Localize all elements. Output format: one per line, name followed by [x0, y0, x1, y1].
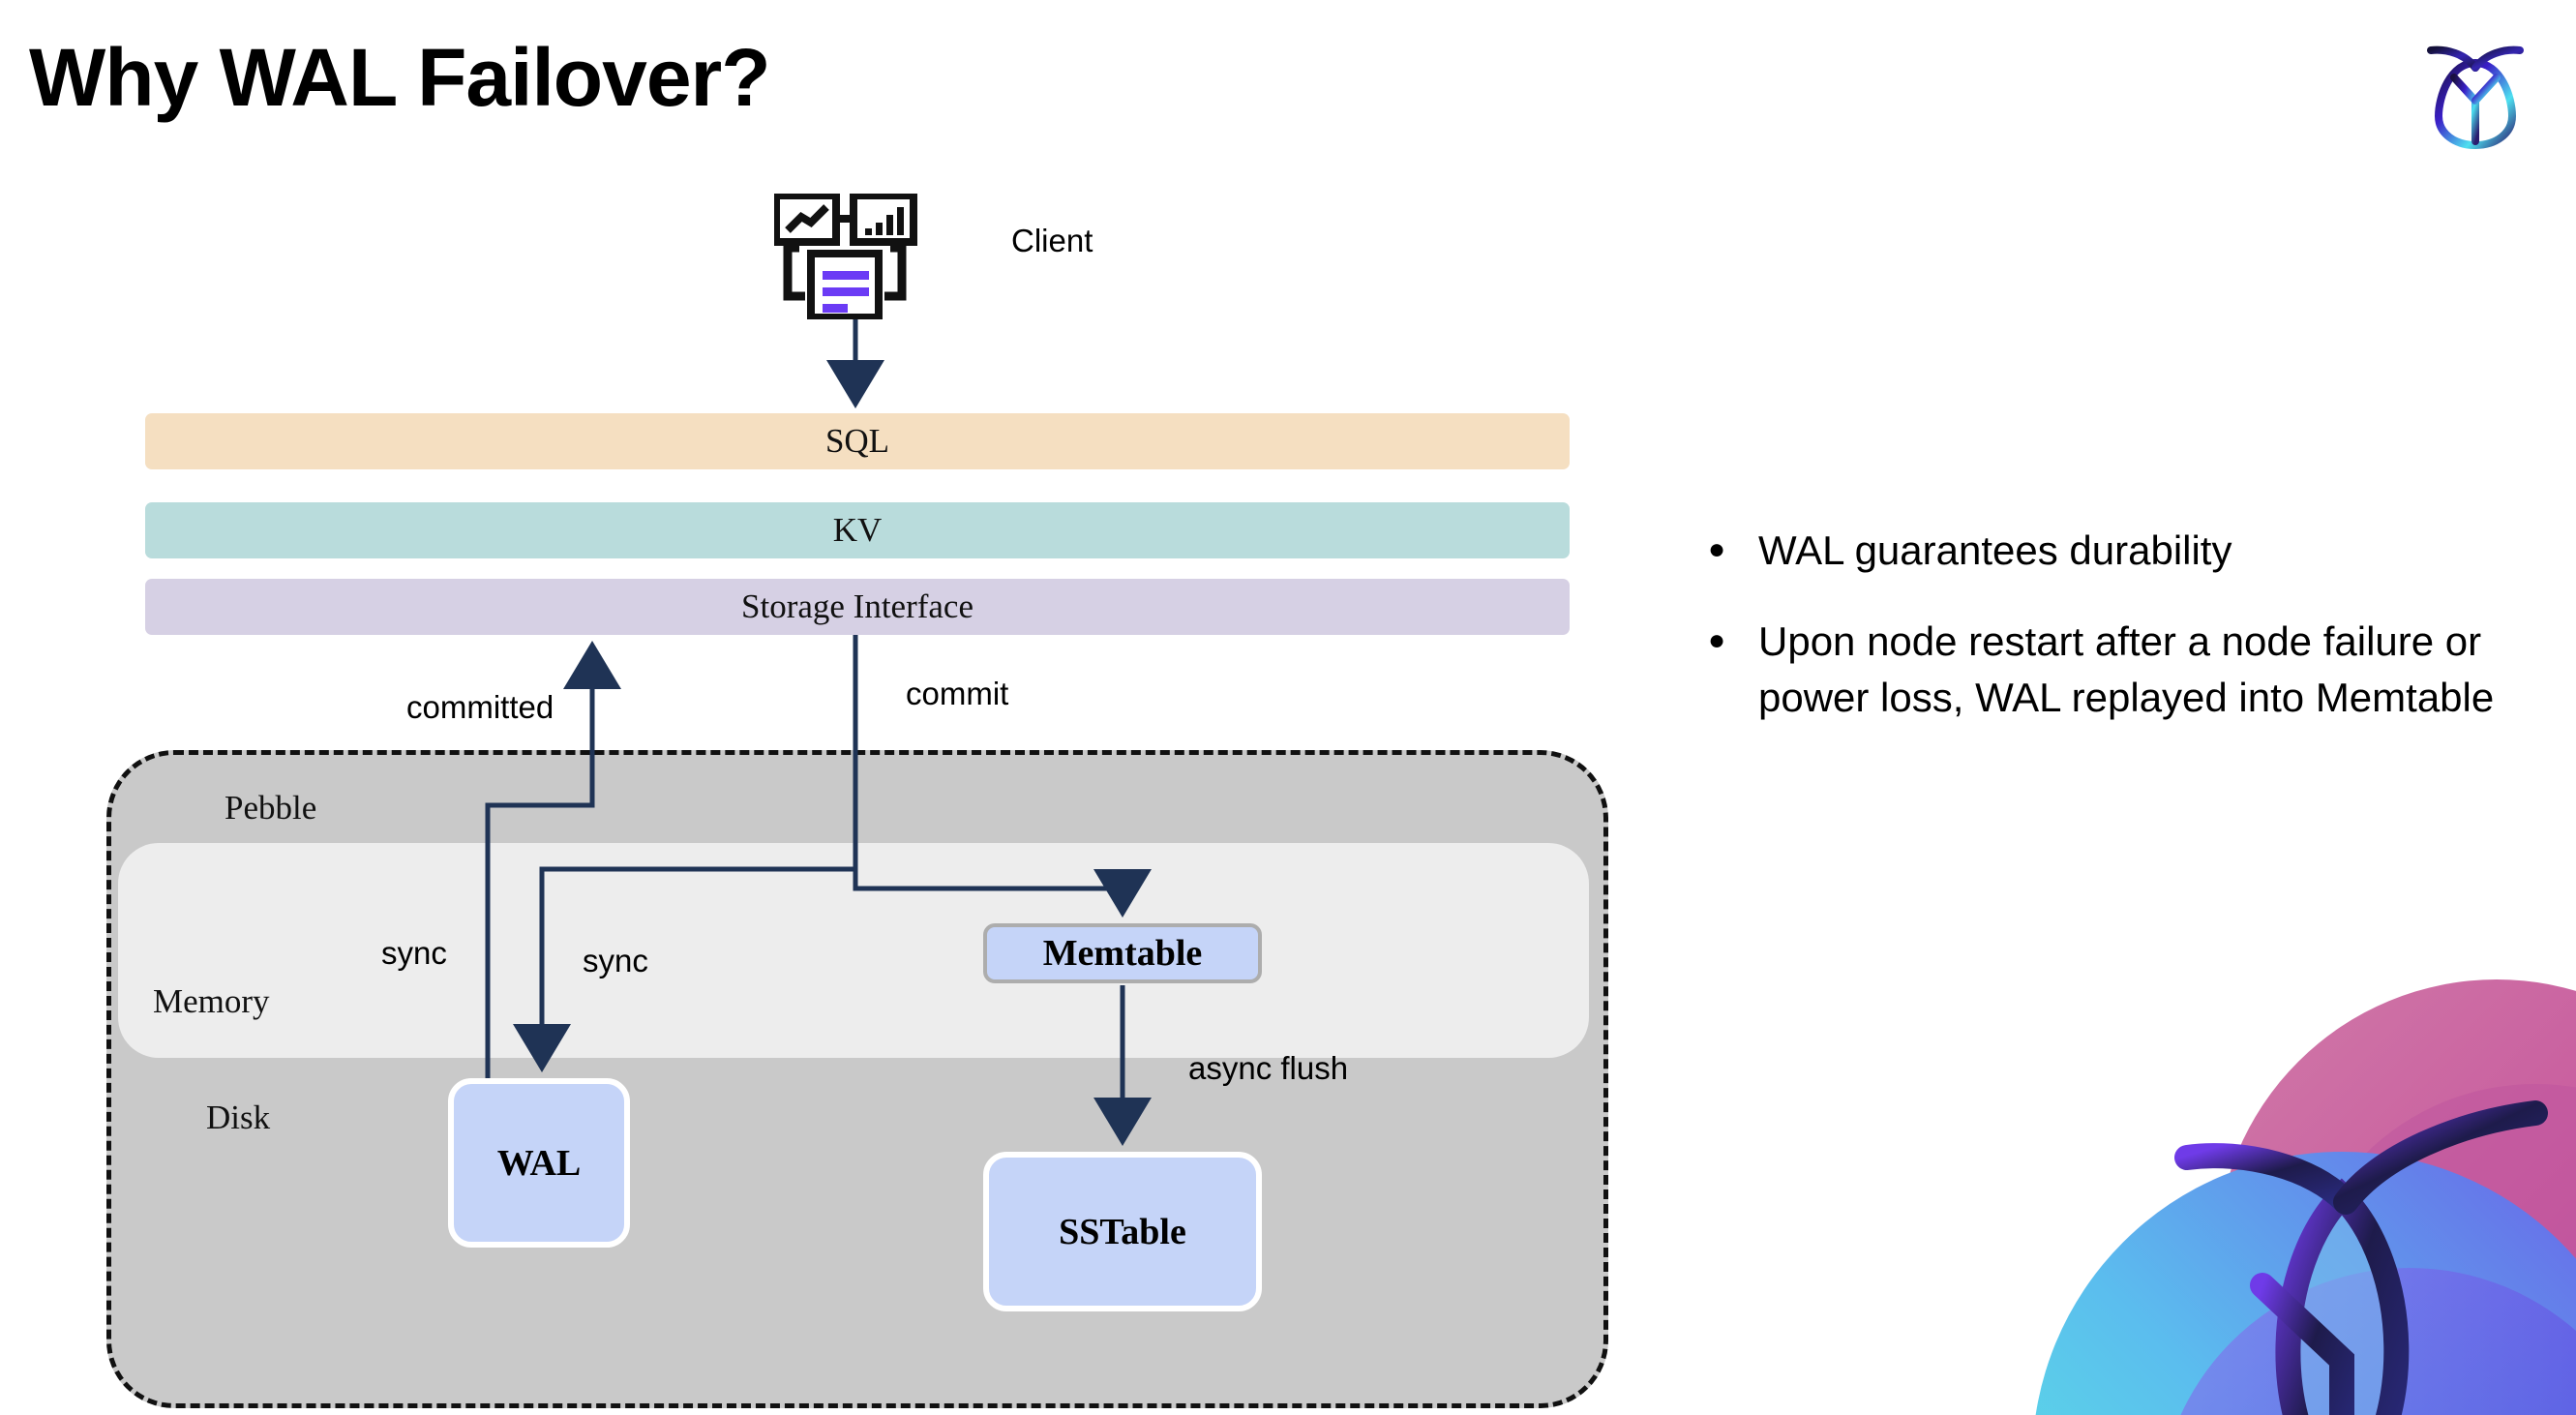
bullet-text: WAL guarantees durability: [1758, 527, 2232, 573]
bullet-list: ● WAL guarantees durability ● Upon node …: [1708, 523, 2511, 761]
edge-label-committed: committed: [406, 689, 554, 725]
node-wal-label: WAL: [496, 1142, 582, 1184]
list-item: ● Upon node restart after a node failure…: [1708, 614, 2511, 726]
pebble-label: Pebble: [225, 789, 317, 827]
page-title: Why WAL Failover?: [29, 32, 771, 123]
layer-bar-kv-label: KV: [832, 511, 883, 549]
layer-bar-storage-interface: Storage Interface: [145, 579, 1570, 635]
layer-bar-sql: SQL: [145, 413, 1570, 469]
client-dashboard-icon: [772, 192, 929, 321]
layer-bar-kv: KV: [145, 502, 1570, 558]
layer-bar-sql-label: SQL: [824, 422, 890, 460]
node-wal: WAL: [448, 1078, 630, 1248]
edge-label-sync-2: sync: [583, 943, 648, 978]
cockroachdb-logo-icon: [2411, 29, 2539, 153]
edge-label-commit: commit: [906, 676, 1009, 711]
bullet-text: Upon node restart after a node failure o…: [1758, 617, 2495, 720]
node-memtable-label: Memtable: [1042, 933, 1203, 974]
gradient-circles-decoration: [1955, 919, 2576, 1415]
node-sstable-label: SSTable: [1059, 1211, 1186, 1252]
node-sstable: SSTable: [983, 1152, 1262, 1311]
memory-region: [118, 843, 1589, 1058]
node-memtable: Memtable: [983, 923, 1262, 983]
bullet-marker-icon: ●: [1708, 623, 1726, 656]
edge-label-sync-1: sync: [381, 935, 447, 971]
list-item: ● WAL guarantees durability: [1708, 523, 2511, 579]
edge-label-async-flush: async flush: [1188, 1050, 1349, 1086]
bullet-marker-icon: ●: [1708, 533, 1726, 565]
layer-bar-storage-interface-label: Storage Interface: [741, 587, 973, 625]
disk-label: Disk: [206, 1099, 271, 1136]
client-label: Client: [1011, 223, 1093, 258]
memory-label: Memory: [153, 982, 270, 1020]
